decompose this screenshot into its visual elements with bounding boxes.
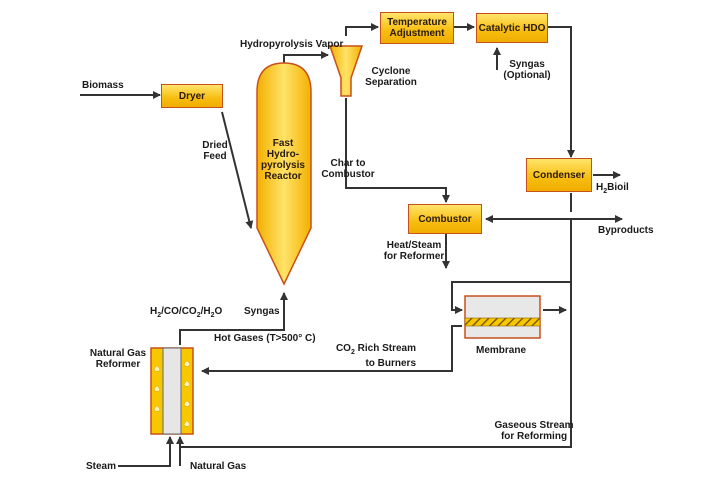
char-label-1: Char to — [330, 158, 366, 169]
combustor-label: Combustor — [418, 213, 472, 225]
hdo-to-condenser-arrow — [547, 26, 575, 158]
heat-steam-label: Heat/Steam for Reformer — [378, 240, 450, 262]
reactor-vessel — [256, 62, 312, 286]
cyclone-label-1: Cyclone — [371, 66, 411, 77]
char-to-combustor-label: Char to Combustor — [314, 158, 382, 180]
reactor-label-4: Reactor — [264, 171, 302, 182]
reformer-tube — [162, 347, 182, 435]
reactor-label-3: pyrolysis — [261, 160, 305, 171]
dryer-label: Dryer — [178, 90, 206, 102]
reformer-label-2: Reformer — [95, 359, 141, 370]
co2-stream-label: CO2 Rich Stream to Burners — [335, 343, 416, 369]
reactor-label-2: Hydro- — [266, 149, 300, 160]
syngas-arrow — [179, 292, 288, 345]
heat-steam-label-1: Heat/Steam — [386, 240, 442, 251]
steam-arrow — [118, 436, 174, 467]
temperature-adjustment-label-1: Temperature — [387, 17, 447, 28]
biomass-label: Biomass — [82, 80, 124, 91]
to-membrane-arrow — [451, 281, 571, 314]
temperature-adjustment-label-2: Adjustment — [389, 28, 445, 39]
dryer-box: Dryer — [161, 84, 223, 108]
cyclone-label-2: Separation — [365, 77, 417, 88]
condenser-box: Condenser — [526, 158, 592, 192]
membrane-layer — [464, 317, 541, 327]
cyclone-to-temp-arrow — [345, 23, 379, 36]
cyclone-separation-label: Cyclone Separation — [361, 66, 421, 88]
heat-steam-label-2: for Reformer — [383, 251, 445, 262]
dried-feed-label: Dried Feed — [200, 140, 230, 162]
gaseous-stream-label-2: for Reforming — [500, 431, 568, 442]
syngas-optional-label: Syngas (Optional) — [496, 59, 558, 81]
co2-stream-arrow — [201, 325, 462, 375]
membrane-vessel — [464, 295, 541, 339]
reactor-label-1: Fast — [272, 138, 294, 149]
cyclone-vessel — [328, 45, 364, 97]
char-label-2: Combustor — [321, 169, 375, 180]
reformer-output-label: H2/CO/CO2/H2O — [150, 306, 223, 319]
natural-gas-reformer-label: Natural Gas Reformer — [88, 348, 148, 370]
dried-feed-label-2: Feed — [203, 151, 227, 162]
gaseous-stream-label-1: Gaseous Stream — [494, 420, 574, 431]
condenser-label: Condenser — [532, 169, 586, 181]
catalytic-hdo-box: Catalytic HDO — [476, 13, 548, 43]
reformer-label-1: Natural Gas — [89, 348, 147, 359]
syngas-optional-label-1: Syngas — [509, 59, 545, 70]
catalytic-hdo-label: Catalytic HDO — [478, 22, 546, 34]
temperature-adjustment-box: Temperature Adjustment — [380, 12, 454, 44]
membrane-label: Membrane — [476, 345, 527, 356]
combustor-box: Combustor — [408, 204, 482, 234]
flame-icon — [153, 360, 191, 427]
hydropyrolysis-vapor-label: Hydropyrolysis Vapor — [240, 39, 344, 50]
syngas-optional-label-2: (Optional) — [503, 70, 551, 81]
natural-gas-label: Natural Gas — [190, 461, 247, 472]
char-arrow — [345, 98, 450, 203]
gaseous-stream-label: Gaseous Stream for Reforming — [494, 420, 574, 442]
h2-bioil-label: H2Bioil — [596, 182, 629, 195]
byproducts-label: Byproducts — [598, 225, 654, 236]
dried-feed-label-1: Dried — [202, 140, 228, 151]
syngas-label: Syngas — [244, 306, 280, 317]
vapor-arrow — [283, 51, 329, 63]
hot-gases-label: Hot Gases (T>500° C) — [214, 333, 316, 344]
steam-label: Steam — [86, 461, 117, 472]
reactor-label: Fast Hydro- pyrolysis Reactor — [258, 138, 308, 182]
dried-feed-arrow — [221, 111, 254, 229]
